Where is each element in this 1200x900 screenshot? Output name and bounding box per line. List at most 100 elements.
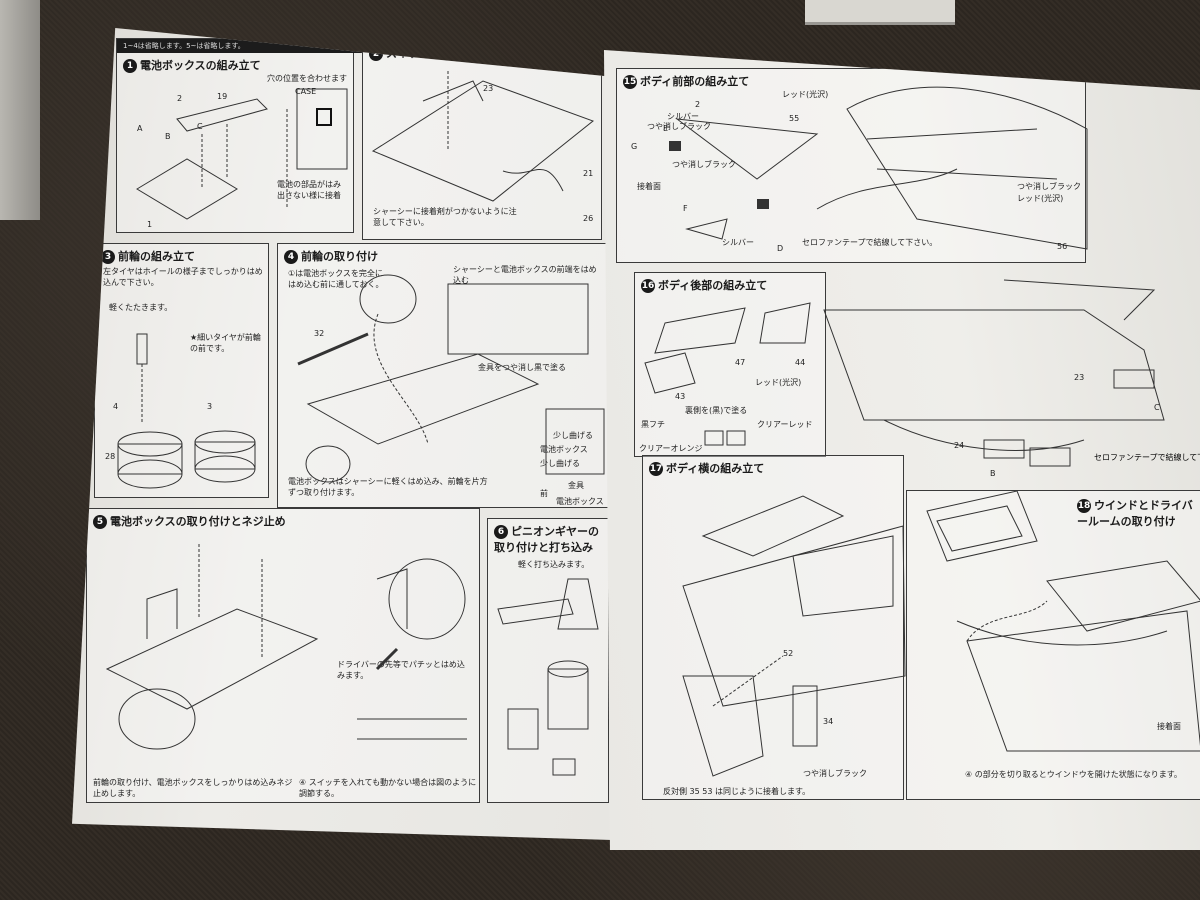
part-C-label: C	[197, 122, 203, 131]
part-D-label: D	[777, 244, 783, 253]
step-5-note-1: ドライバーの先等でパチッとはめ込みます。	[337, 660, 465, 680]
step-5-note-3: ④ スイッチを入れても動かない場合は図のように調節する。	[299, 778, 477, 798]
part-23r-label: 23	[1074, 373, 1084, 382]
step-3-title-text: 前輪の組み立て	[118, 250, 195, 263]
step-1-note-1: 穴の位置を合わせます	[267, 74, 347, 83]
part-47-label: 47	[735, 358, 745, 367]
step-4-note-3: 金具をつや消し黒で塗る	[478, 363, 566, 372]
step-15-title-text: ボディ前部の組み立て	[640, 75, 750, 88]
part-56-label: 56	[1057, 242, 1067, 251]
step-18-number: 18	[1077, 499, 1091, 513]
part-B-r-label: B	[990, 469, 996, 478]
part-3-label: 3	[207, 402, 212, 411]
step-15-diagram: E 2 G F D 55 56	[631, 86, 1088, 253]
step-5-title-text: 電池ボックスの取り付けとネジ止め	[110, 515, 286, 528]
step-16-diagram: 47 44 43	[644, 302, 811, 446]
part-44-label: 44	[795, 358, 805, 367]
step-18-diagram	[926, 490, 1200, 752]
step-15-note-4: シルバー	[722, 238, 754, 247]
part-21-label: 21	[583, 169, 593, 178]
paper-corner	[0, 0, 40, 220]
step-4-note-8: 前	[540, 489, 548, 498]
step-15-note-2: シルバー	[667, 112, 699, 121]
step-6-diagram	[497, 578, 599, 776]
step-4-note-10: 電池ボックスはシャーシーに軽くはめ込み、前輪を片方ずつ取り付けます。	[288, 477, 488, 497]
step-4-note-1: ①は電池ボックスを完全にはめ込む前に通しておく。	[288, 269, 384, 289]
step-1-note-2: 電池の部品がはみ出さない様に接着	[277, 180, 341, 200]
step-17-title-text: ボディ横の組み立て	[666, 462, 765, 475]
part-24-label: 24	[954, 441, 964, 450]
step-4-diagram: 32	[297, 274, 605, 483]
step-17-diagram: 52 34	[682, 495, 906, 777]
step-15-number: 15	[623, 75, 637, 89]
step-2-note-1: シャーシーに接着剤がつかないように注意して下さい。	[373, 207, 517, 227]
part-C-r-label: C	[1154, 403, 1160, 412]
step-17-note-1: つや消しブラック	[803, 769, 867, 778]
step-3-diagram: 4 3 28	[105, 333, 256, 489]
step-5-note-2: 前輪の取り付け、電池ボックスをしっかりはめ込みネジ止めします。	[93, 778, 293, 798]
step-15-note-7: つや消しブラック	[1017, 182, 1081, 191]
step-4-note-7: 金具	[568, 481, 584, 490]
part-E-label: E	[663, 124, 668, 133]
step-2-panel: 2スイッチ・金具の取り付け シャーシーに接着剤がつかないように注意して下さい。 …	[362, 40, 602, 240]
step-16-note-2: 黒フチ	[641, 420, 665, 429]
step-1-note-3: CASE	[295, 87, 317, 96]
step-16-note-4: クリアーオレンジ	[639, 444, 703, 453]
step-15-note-5: レッド(光沢)	[782, 90, 829, 99]
part-26-label: 26	[583, 214, 593, 223]
step-15-note-9: セロファンテープで結線して下さい。	[802, 238, 938, 247]
step-3-note-2: 軽くたたきます。	[109, 303, 173, 312]
step-16-note-5: レッド(光沢)	[755, 378, 802, 387]
step-17-number: 17	[649, 462, 663, 476]
step-1-number: 1	[123, 59, 137, 73]
step-16-body-diagram: 23 24 B C セロファンテープで結線して下さい。	[823, 279, 1200, 478]
step-3-note-3: ★細いタイヤが前輪の前です。	[190, 333, 261, 353]
step-4-note-9: 電池ボックス	[556, 497, 604, 506]
step-2-diagram: 23 21 26	[371, 71, 595, 223]
step-4-number: 4	[284, 250, 298, 264]
step-17-note-2: 反対側 35 53 は同じように接着します。	[663, 787, 811, 796]
part-32-label: 32	[314, 329, 324, 338]
step-4-note-4: 少し曲げる	[553, 431, 593, 440]
step-6-title-text: ピニオンギヤーの取り付けと打ち込み	[494, 525, 599, 554]
part-1-label: 1	[147, 220, 152, 229]
part-G-label: G	[631, 142, 637, 151]
step-16-note-1: 裏側を(黒)で塗る	[685, 406, 748, 415]
part-19-label: 19	[217, 92, 227, 101]
box-edge	[805, 0, 955, 25]
part-28-label: 28	[105, 452, 115, 461]
part-52-label: 52	[783, 649, 793, 658]
part-2r-label: 2	[695, 100, 700, 109]
step-4-note-5: 電池ボックス	[540, 445, 588, 454]
step-1-title-text: 電池ボックスの組み立て	[140, 59, 261, 72]
part-34-label: 34	[823, 717, 833, 726]
step-15-note-3: 接着面	[637, 182, 661, 191]
step-5-number: 5	[93, 515, 107, 529]
step-16-number: 16	[641, 279, 655, 293]
step-18-title-text: ウインドとドライバールームの取り付け	[1077, 499, 1193, 528]
step-6-note-1: 軽く打ち込みます。	[518, 560, 590, 569]
step-16-note-3: クリアーレッド	[757, 420, 813, 429]
step-1-diagram: A B C 1 19 2	[136, 88, 348, 229]
step-6-number: 6	[494, 525, 508, 539]
step-15-note-1: つや消しブラック	[647, 122, 711, 131]
step-4-note-6: 少し曲げる	[540, 459, 580, 468]
step-15-note-6: つや消しブラック	[672, 160, 736, 169]
step-16-title-text: ボディ後部の組み立て	[658, 279, 768, 292]
step-3-note-1: 左タイヤはホイールの様子までしっかりはめ込んで下さい。	[103, 267, 263, 287]
